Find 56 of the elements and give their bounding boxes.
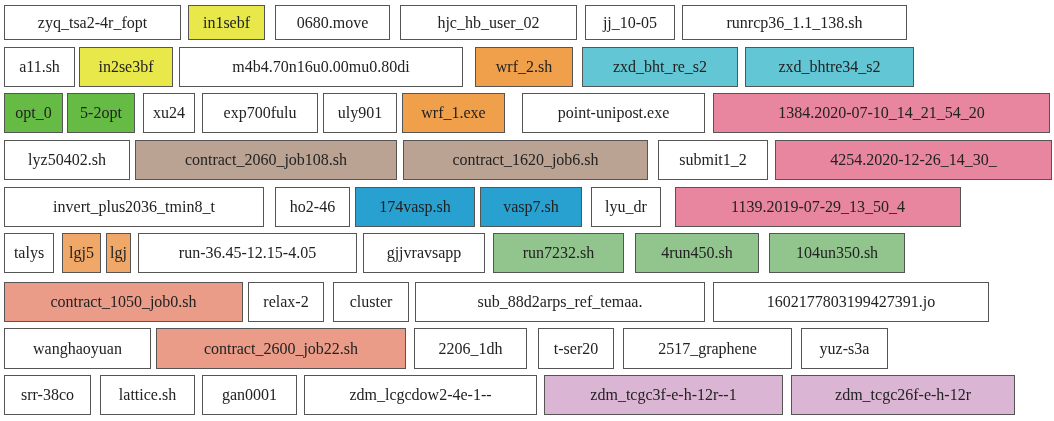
name-box: m4b4.70n16u0.00mu0.80di bbox=[179, 47, 463, 87]
name-box: zdm_tcgc26f-e-h-12r bbox=[791, 375, 1015, 415]
name-box: sub_88d2arps_ref_temaa. bbox=[415, 282, 705, 322]
name-box: lgj bbox=[106, 233, 131, 273]
name-box: runrcp36_1.1_138.sh bbox=[682, 5, 907, 40]
name-box: 5-2opt bbox=[67, 93, 135, 133]
name-box: a11.sh bbox=[4, 47, 75, 87]
name-box: zxd_bht_re_s2 bbox=[582, 47, 738, 87]
name-box: 1139.2019-07-29_13_50_4 bbox=[675, 187, 961, 227]
name-box: 2206_1dh bbox=[414, 328, 527, 369]
name-box: xu24 bbox=[143, 93, 195, 133]
name-box: contract_2060_job108.sh bbox=[135, 140, 397, 180]
name-box: wrf_2.sh bbox=[475, 47, 573, 87]
name-box: lyu_dr bbox=[591, 187, 661, 227]
name-box: contract_2600_job22.sh bbox=[156, 328, 406, 369]
name-box: 1602177803199427391.jo bbox=[713, 282, 989, 322]
name-box: opt_0 bbox=[4, 93, 63, 133]
name-box: wanghaoyuan bbox=[4, 328, 151, 369]
name-box: lattice.sh bbox=[100, 375, 195, 415]
name-box: zdm_lcgcdow2-4e-1-- bbox=[304, 375, 537, 415]
name-box: 2517_graphene bbox=[623, 328, 792, 369]
name-box: yuz-s3a bbox=[801, 328, 888, 369]
name-box: 174vasp.sh bbox=[355, 187, 475, 227]
name-box: contract_1050_job0.sh bbox=[4, 282, 243, 322]
name-box: contract_1620_job6.sh bbox=[403, 140, 648, 180]
name-box: zdm_tcgc3f-e-h-12r--1 bbox=[544, 375, 783, 415]
name-box: 4254.2020-12-26_14_30_ bbox=[775, 140, 1052, 180]
name-box: relax-2 bbox=[248, 282, 324, 322]
name-box: ho2-46 bbox=[275, 187, 350, 227]
name-box: gan0001 bbox=[202, 375, 297, 415]
name-box: wrf_1.exe bbox=[402, 93, 505, 133]
name-box: srr-38co bbox=[4, 375, 91, 415]
name-box: point-unipost.exe bbox=[522, 93, 705, 133]
name-box: 1384.2020-07-10_14_21_54_20 bbox=[713, 93, 1050, 133]
name-box: invert_plus2036_tmin8_t bbox=[4, 187, 264, 227]
name-box: submit1_2 bbox=[658, 140, 768, 180]
name-box: zyq_tsa2-4r_fopt bbox=[4, 5, 181, 40]
name-box: vasp7.sh bbox=[480, 187, 582, 227]
name-box: run-36.45-12.15-4.05 bbox=[138, 233, 357, 273]
name-box: lyz50402.sh bbox=[4, 140, 130, 180]
name-box: in1sebf bbox=[188, 5, 265, 40]
name-box: in2se3bf bbox=[79, 47, 173, 87]
name-box: 4run450.sh bbox=[635, 233, 759, 273]
name-box: gjjvravsapp bbox=[363, 233, 485, 273]
name-box: uly901 bbox=[323, 93, 397, 133]
name-box: jj_10-05 bbox=[585, 5, 675, 40]
name-box: t-ser20 bbox=[538, 328, 614, 369]
name-box: run7232.sh bbox=[493, 233, 624, 273]
name-box: hjc_hb_user_02 bbox=[400, 5, 577, 40]
name-box: cluster bbox=[333, 282, 409, 322]
name-box: 0680.move bbox=[275, 5, 390, 40]
name-box: talys bbox=[4, 233, 54, 273]
name-box: zxd_bhtre34_s2 bbox=[745, 47, 914, 87]
name-box: lgj5 bbox=[62, 233, 101, 273]
name-box: exp700fulu bbox=[202, 93, 318, 133]
name-box: 104un350.sh bbox=[769, 233, 905, 273]
